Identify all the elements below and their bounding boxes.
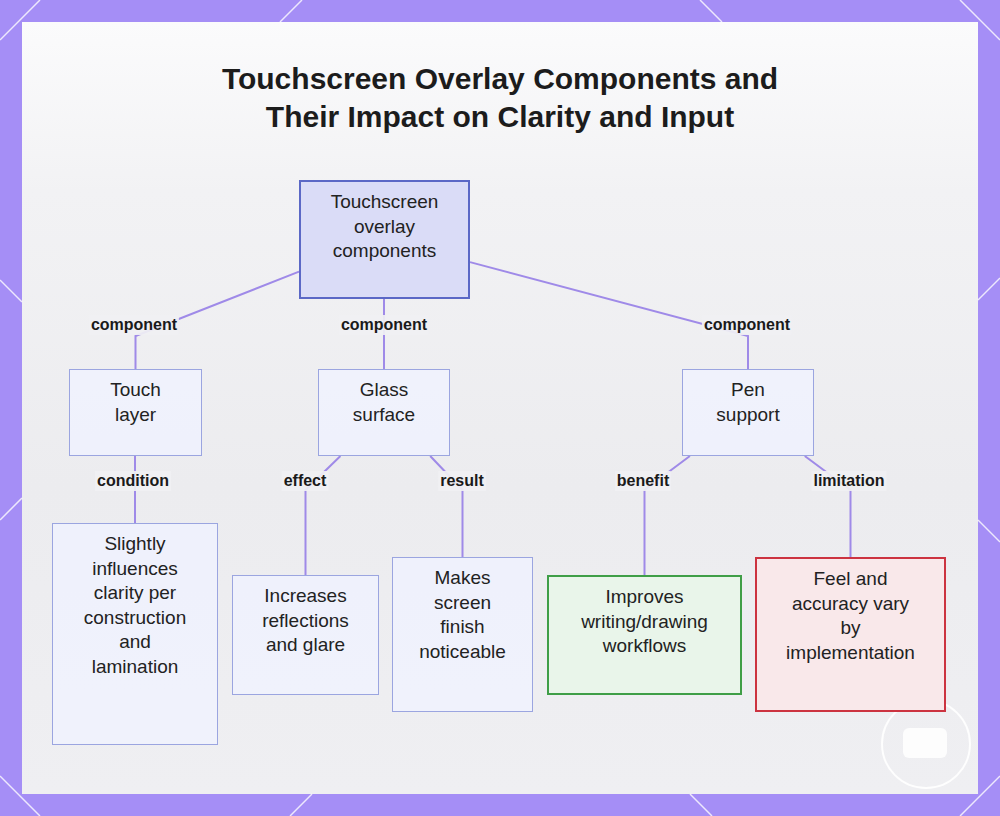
node-text: Glass surface xyxy=(344,378,424,427)
edge-label: effect xyxy=(282,471,329,491)
node-text: Makes screen finish noticeable xyxy=(415,566,510,664)
node-text: Improves writing/drawing workflows xyxy=(570,585,720,659)
result-box: Makes screen finish noticeable xyxy=(392,557,533,712)
node-text: Slightly influences clarity per construc… xyxy=(75,532,195,679)
edge-label: limitation xyxy=(811,471,886,491)
edge-label: component xyxy=(339,315,429,335)
node-text: Feel and accuracy vary by implementation xyxy=(781,567,921,665)
node-text: Touchscreen overlay components xyxy=(310,190,460,264)
edge-label: component xyxy=(702,315,792,335)
limitation-box: Feel and accuracy vary by implementation xyxy=(755,557,946,712)
component-box: Touch layer xyxy=(69,369,202,456)
component-box: Glass surface xyxy=(318,369,450,456)
edge-label: condition xyxy=(95,471,171,491)
condition-box: Slightly influences clarity per construc… xyxy=(52,523,218,745)
node-text: Increases reflections and glare xyxy=(246,584,366,658)
component-box: Pen support xyxy=(682,369,814,456)
node-text: Touch layer xyxy=(96,378,176,427)
root-box: Touchscreen overlay components xyxy=(299,180,470,299)
diagram-title: Touchscreen Overlay Components and Their… xyxy=(200,60,800,136)
effect-box: Increases reflections and glare xyxy=(232,575,379,695)
node-text: Pen support xyxy=(708,378,788,427)
edge-label: component xyxy=(89,315,179,335)
edge-label: result xyxy=(438,471,486,491)
benefit-box: Improves writing/drawing workflows xyxy=(547,575,742,695)
edge-label: benefit xyxy=(615,471,671,491)
